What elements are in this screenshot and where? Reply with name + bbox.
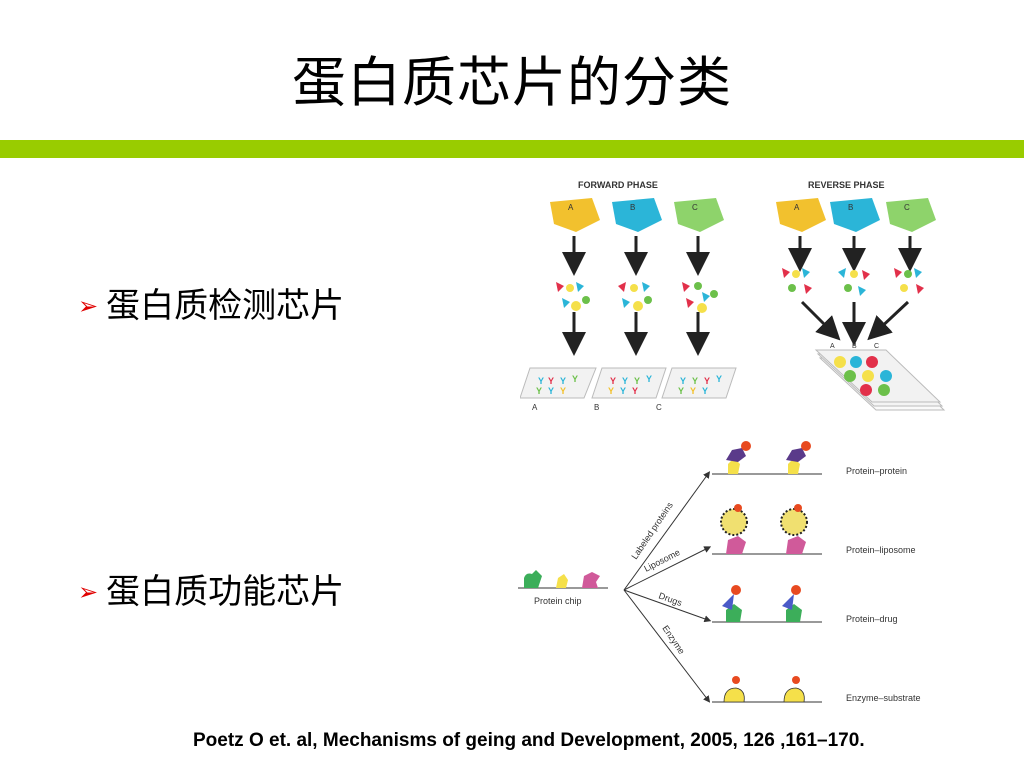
protein-chip: Protein chip [518,570,608,606]
arrow-bullet-icon: ➢ [78,292,99,320]
reverse-sample-b: B [830,198,880,232]
row-baselines [712,473,822,703]
svg-text:Y: Y [646,374,652,384]
svg-text:A: A [568,203,574,212]
branch-label-drugs: Drugs [657,590,683,608]
reverse-slide-stack: A B C [814,343,946,411]
svg-text:Y: Y [610,376,616,386]
svg-text:B: B [630,203,635,212]
row-label-enzyme-substrate: Enzyme–substrate [846,693,921,703]
bullet-label: 蛋白质检测芯片 [106,286,345,326]
svg-text:Y: Y [704,376,710,386]
svg-text:Y: Y [622,376,628,386]
svg-text:Y: Y [572,374,578,384]
protein-drug-complexes [722,585,802,622]
svg-text:Y: Y [690,386,696,396]
forward-arrows [562,236,710,356]
branch-arrows [623,471,712,703]
reverse-sample-a: A [776,198,826,232]
bullet-label: 蛋白质功能芯片 [106,572,345,612]
bullet-detection-chip: ➢蛋白质检测芯片 [78,278,344,327]
protein-mixtures [556,268,924,313]
svg-text:Y: Y [548,386,554,396]
reverse-arrows [788,236,922,346]
svg-text:Y: Y [538,376,544,386]
arrow-bullet-icon: ➢ [78,578,99,606]
svg-text:Y: Y [608,386,614,396]
svg-text:Y: Y [702,386,708,396]
svg-text:C: C [904,203,910,212]
row-label-protein-protein: Protein–protein [846,466,907,476]
svg-text:Y: Y [536,386,542,396]
row-label-protein-drug: Protein–drug [846,614,898,624]
protein-protein-complexes [726,441,811,474]
row-label-protein-liposome: Protein–liposome [846,545,916,555]
bullet-function-chip: ➢蛋白质功能芯片 [78,564,344,613]
svg-text:Y: Y [716,374,722,384]
svg-text:Y: Y [620,386,626,396]
reverse-phase-label: REVERSE PHASE [808,180,885,190]
svg-text:Y: Y [560,376,566,386]
reverse-sample-c: C [886,198,936,232]
svg-text:Y: Y [692,376,698,386]
branch-label-liposome: Liposome [642,547,681,574]
branch-label-enzyme: Enzyme [660,624,686,657]
svg-text:Y: Y [560,386,566,396]
forward-sample-b: B [612,198,662,232]
svg-text:C: C [656,403,662,412]
svg-text:C: C [692,203,698,212]
forward-phase-label: FORWARD PHASE [578,180,658,190]
forward-reverse-phase-figure: FORWARD PHASE REVERSE PHASE A B C A B C [520,180,946,412]
svg-text:Y: Y [680,376,686,386]
protein-chip-label: Protein chip [534,596,582,606]
svg-text:A: A [794,203,800,212]
forward-sample-a: A [550,198,600,232]
svg-text:Y: Y [634,376,640,386]
title-divider-bar [0,140,1024,158]
svg-text:A: A [830,343,835,350]
forward-sample-c: C [674,198,724,232]
svg-text:Y: Y [632,386,638,396]
svg-text:B: B [594,403,599,412]
svg-text:Y: Y [548,376,554,386]
citation: Poetz O et. al, Mechanisms of geing and … [193,730,865,751]
functional-chip-figure: Protein chip Labeled proteins Liposome D… [518,441,921,703]
svg-text:B: B [848,203,853,212]
protein-liposome-complexes [720,504,808,554]
svg-text:Y: Y [678,386,684,396]
enzyme-substrate-complexes [723,676,805,703]
svg-text:A: A [532,403,538,412]
svg-text:C: C [874,343,879,350]
svg-text:B: B [852,343,857,350]
slide-title: 蛋白质芯片的分类 [292,51,732,114]
